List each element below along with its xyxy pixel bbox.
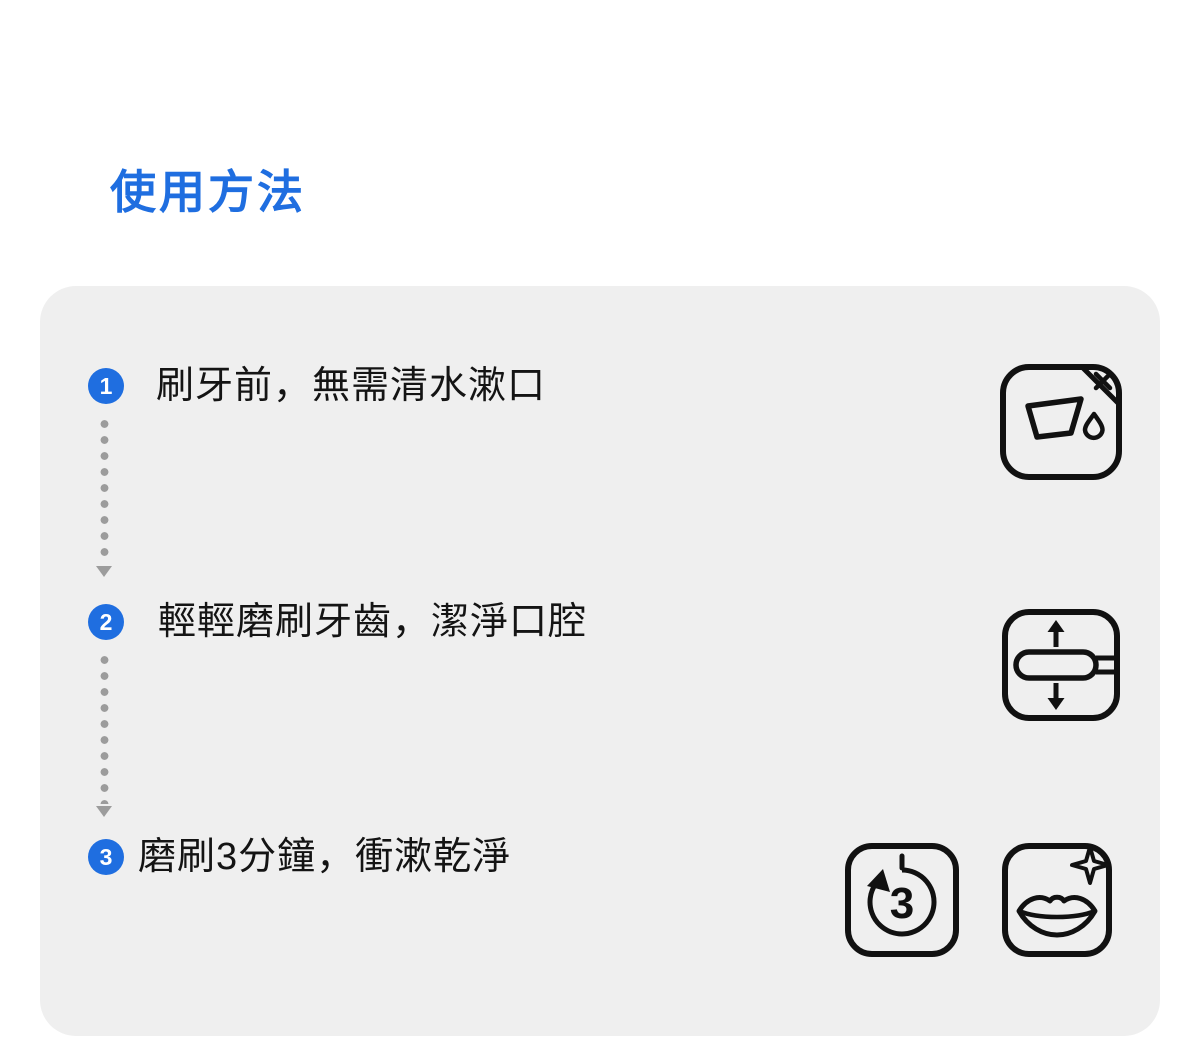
step-1-text: 刷牙前，無需清水漱口 [156, 365, 547, 407]
brush-vertical-motion-icon [1002, 609, 1120, 721]
step-3-number-badge: 3 [88, 839, 124, 875]
step-1-number-badge: 1 [88, 368, 124, 404]
step-2-number-badge: 2 [88, 604, 124, 640]
clean-mouth-icon [1002, 843, 1112, 957]
timer-digit: 3 [890, 879, 914, 928]
arrow-down-icon [96, 566, 112, 577]
step-connector-dotted-line [100, 416, 109, 564]
arrow-down-icon [96, 806, 112, 817]
step-3-text: 磨刷3分鐘，衝漱乾淨 [138, 836, 512, 878]
section-title: 使用方法 [110, 166, 306, 218]
instructions-card [40, 286, 1160, 1036]
step-connector-dotted-line [100, 652, 109, 804]
timer-3-minutes-icon: 3 [845, 843, 959, 957]
no-rinse-cup-icon [1000, 364, 1122, 480]
step-2-text: 輕輕磨刷牙齒，潔淨口腔 [158, 601, 588, 643]
